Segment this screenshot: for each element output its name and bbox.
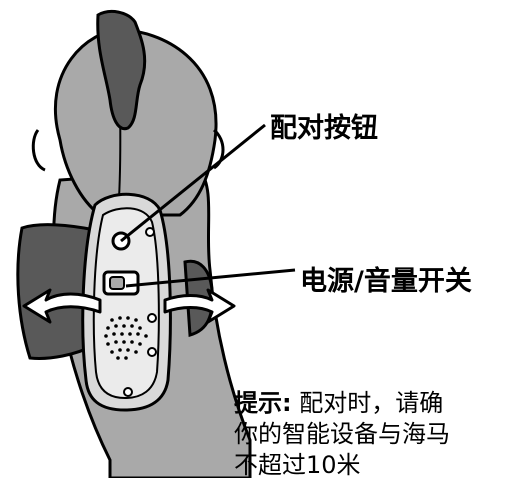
power-volume-switch-label: 电源/音量开关 xyxy=(300,259,472,298)
left-ear xyxy=(33,130,45,170)
tip-line-2: 你的智能设备与海马 xyxy=(234,419,507,450)
tip-note: 提示: 配对时，请确 你的智能设备与海马 不超过10米 xyxy=(234,388,507,478)
screw-icon xyxy=(148,314,156,322)
screw-icon xyxy=(148,348,156,356)
tip-title: 提示: xyxy=(234,389,292,417)
screw-icon xyxy=(124,388,132,396)
pair-button-label: 配对按钮 xyxy=(270,106,378,145)
tip-line-1: 提示: 配对时，请确 xyxy=(234,388,507,419)
tip-text-1: 配对时，请确 xyxy=(299,389,443,417)
tip-line-3: 不超过10米 xyxy=(234,450,507,478)
screw-icon xyxy=(146,228,154,236)
switch-knob xyxy=(110,277,124,289)
